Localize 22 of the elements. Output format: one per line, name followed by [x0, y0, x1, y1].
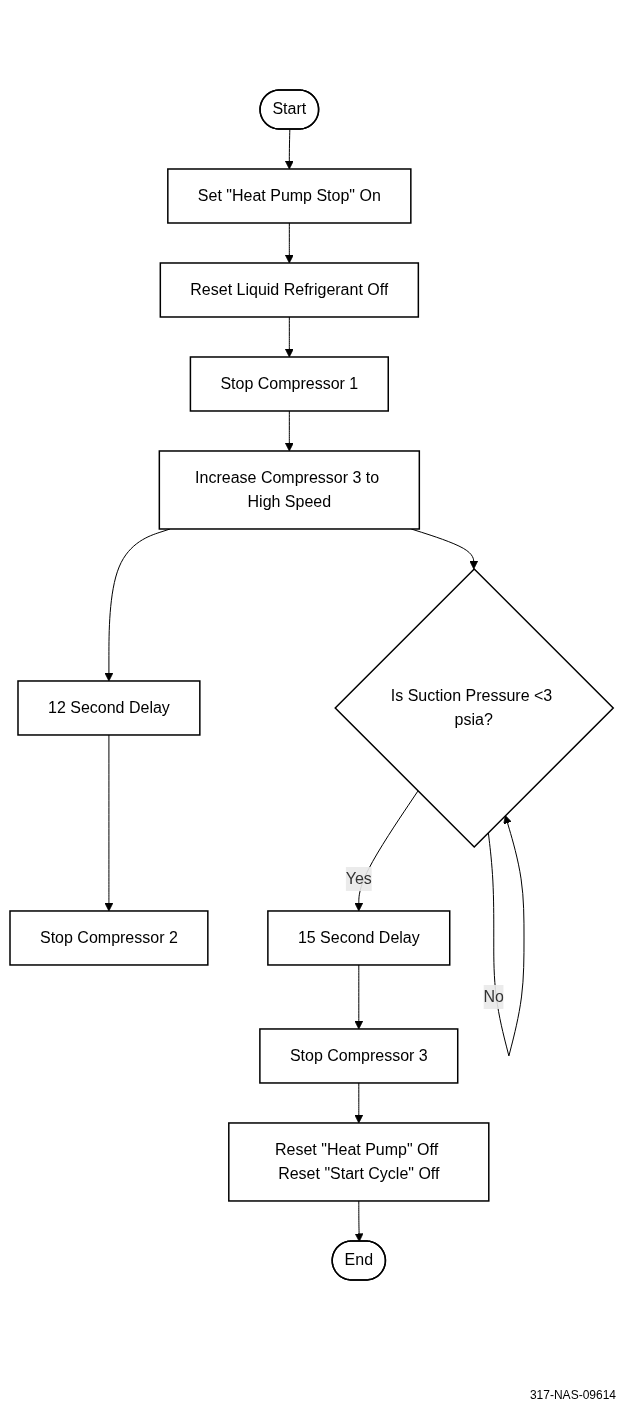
arrow [104, 734, 114, 912]
node-box: Stop Compressor 1 [190, 356, 390, 412]
node-box: Reset "Heat Pump" Off Reset "Start Cycle" Off [228, 1122, 490, 1202]
node-box: Reset Liquid Refrigerant Off [159, 262, 420, 318]
arrow [354, 1082, 364, 1124]
arrow [285, 316, 295, 358]
node-box: Increase Compressor 3 to High Speed [158, 450, 421, 530]
node-box: 15 Second Delay [267, 910, 451, 966]
arrow [355, 1200, 364, 1242]
arrow [354, 964, 364, 1030]
edge-label: No [483, 987, 505, 1005]
node-box: 12 Second Delay [17, 680, 201, 736]
arrow [285, 222, 295, 264]
arrow [285, 410, 295, 452]
figure-number: 317-NAS-09614 [529, 1388, 616, 1402]
node-box: Stop Compressor 3 [259, 1028, 459, 1084]
node-diamond: Is Suction Pressure <3 psia? [334, 567, 615, 849]
arrow [285, 129, 295, 170]
node-box: Set "Heat Pump Stop" On [167, 168, 412, 224]
edge-label: Yes [346, 870, 373, 887]
node-box: Stop Compressor 2 [9, 910, 209, 966]
arrow [488, 815, 525, 1057]
